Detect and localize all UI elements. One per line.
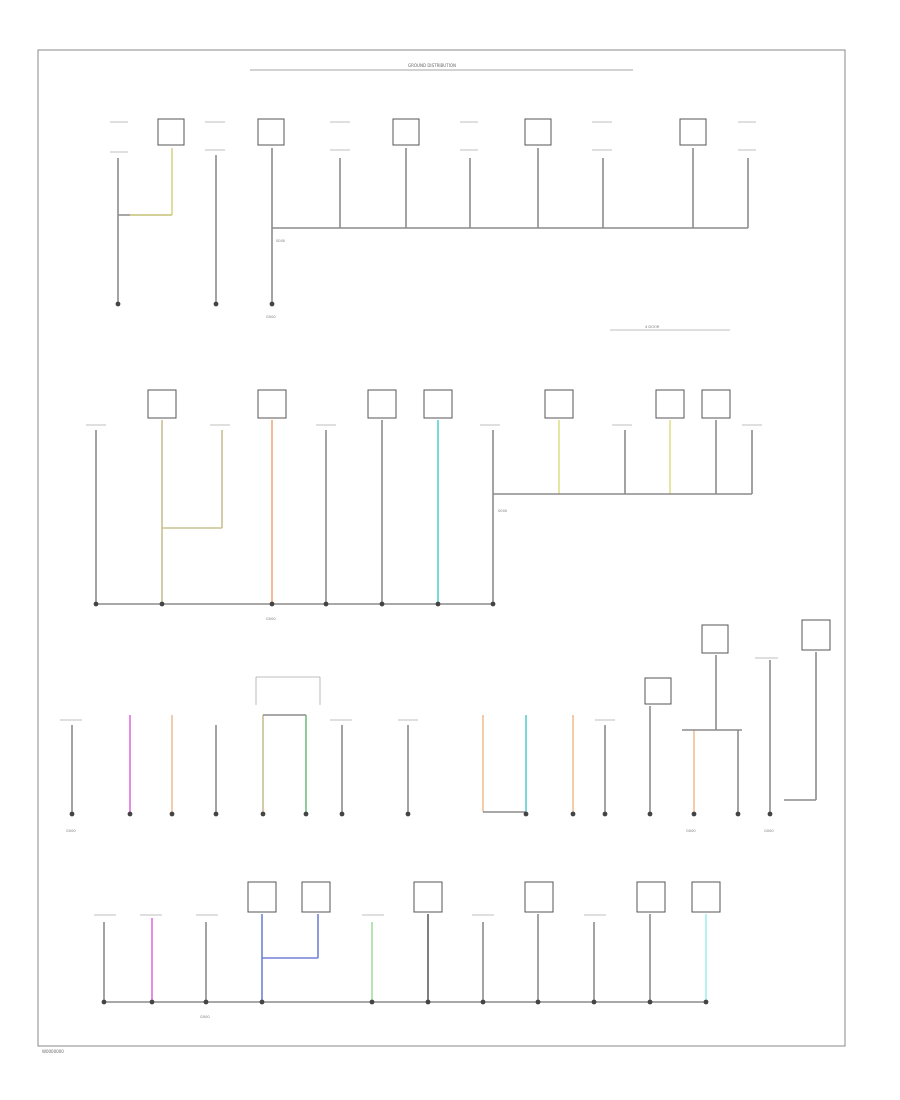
group-label: 4 DOOR [645,325,660,329]
row2-ground-circuit: 4 DOOR G000 [86,325,762,621]
ground-terminal [115,301,121,307]
ground-terminal [101,999,107,1005]
ground-terminal [703,999,709,1005]
component-box [392,118,420,146]
ground-label: G000 [266,617,276,621]
component-box [801,619,831,651]
ground-terminal [213,301,219,307]
ground-terminal [591,999,597,1005]
ground-terminal [570,811,576,817]
ground-terminal [535,999,541,1005]
ground-terminal [691,811,697,817]
component-box [701,624,729,654]
ground-terminal [259,999,265,1005]
ground-terminal [490,601,496,607]
diagram-title: GROUND DISTRIBUTION [408,63,456,68]
ground-terminal [159,601,165,607]
ground-terminal [602,811,608,817]
component-box [691,881,721,913]
ground-label: G000 [686,829,696,833]
component-box [247,881,277,913]
ground-terminal [269,601,275,607]
component-box [367,389,397,419]
ground-terminal [213,811,219,817]
ground-label: G000 [764,829,774,833]
row4-ground-circuit: G000 [94,881,721,1019]
ground-terminal [647,999,653,1005]
component-box [257,118,285,146]
component-box [636,881,666,913]
diagram-code: W0000000 [42,1049,64,1054]
ground-terminal [203,999,209,1005]
ground-label: G000 [200,1015,210,1019]
ground-terminal [127,811,133,817]
ground-terminal [260,811,266,817]
row1-ground-circuit: G000 S000 [110,118,756,319]
ground-terminal [303,811,309,817]
component-box [644,677,672,705]
diagram-border [37,49,846,1047]
ground-terminal [480,999,486,1005]
splice-label: S000 [498,509,508,513]
ground-terminal [93,601,99,607]
ground-terminal [323,601,329,607]
ground-terminal [339,811,345,817]
splice-label: S000 [276,239,286,243]
component-box [524,118,552,146]
component-box [524,881,554,913]
ground-terminal [647,811,653,817]
ground-terminal [69,811,75,817]
row3-ground-circuit: G000 G000 G000 [60,619,831,833]
component-box [147,389,177,419]
component-box [701,389,731,419]
ground-terminal [379,601,385,607]
ground-terminal [425,999,431,1005]
component-box [301,881,331,913]
ground-terminal [767,811,773,817]
ground-terminal [735,811,741,817]
ground-terminal [369,999,375,1005]
ground-terminal [405,811,411,817]
ground-terminal [435,601,441,607]
ground-terminal [523,811,529,817]
component-box [257,389,287,419]
component-box [655,389,685,419]
component-box [544,389,574,419]
ground-label: G000 [266,315,276,319]
ground-terminal [169,811,175,817]
component-box [423,389,453,419]
ground-label: G000 [66,829,76,833]
component-box [413,881,443,913]
component-box [157,118,185,146]
component-box [679,118,707,146]
ground-terminal [269,301,275,307]
ground-terminal [149,999,155,1005]
